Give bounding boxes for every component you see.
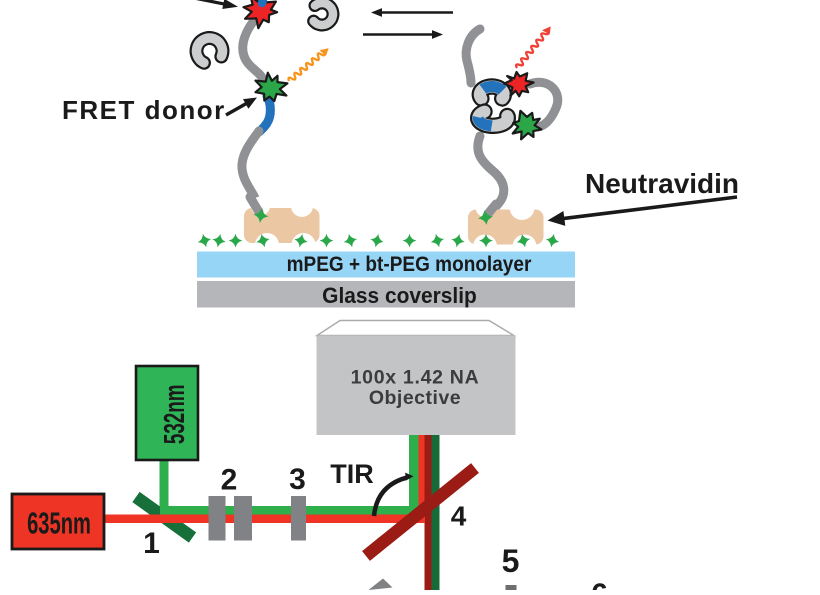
svg-text:3: 3 bbox=[289, 463, 306, 496]
svg-text:Neutravidin: Neutravidin bbox=[585, 168, 739, 199]
svg-text:TIR: TIR bbox=[330, 459, 374, 489]
svg-text:6: 6 bbox=[591, 578, 608, 590]
svg-text:635nm: 635nm bbox=[27, 505, 91, 541]
svg-text:Glass coverslip: Glass coverslip bbox=[322, 282, 477, 308]
svg-text:Objective: Objective bbox=[369, 387, 461, 409]
svg-text:100x 1.42 NA: 100x 1.42 NA bbox=[351, 367, 480, 389]
svg-text:532nm: 532nm bbox=[159, 384, 191, 444]
svg-text:mPEG + bt-PEG monolayer: mPEG + bt-PEG monolayer bbox=[287, 253, 532, 276]
svg-text:1: 1 bbox=[143, 527, 160, 560]
svg-text:5: 5 bbox=[502, 543, 520, 579]
svg-text:FRET donor: FRET donor bbox=[62, 95, 226, 125]
svg-text:2: 2 bbox=[221, 464, 238, 497]
svg-text:4: 4 bbox=[451, 501, 467, 532]
